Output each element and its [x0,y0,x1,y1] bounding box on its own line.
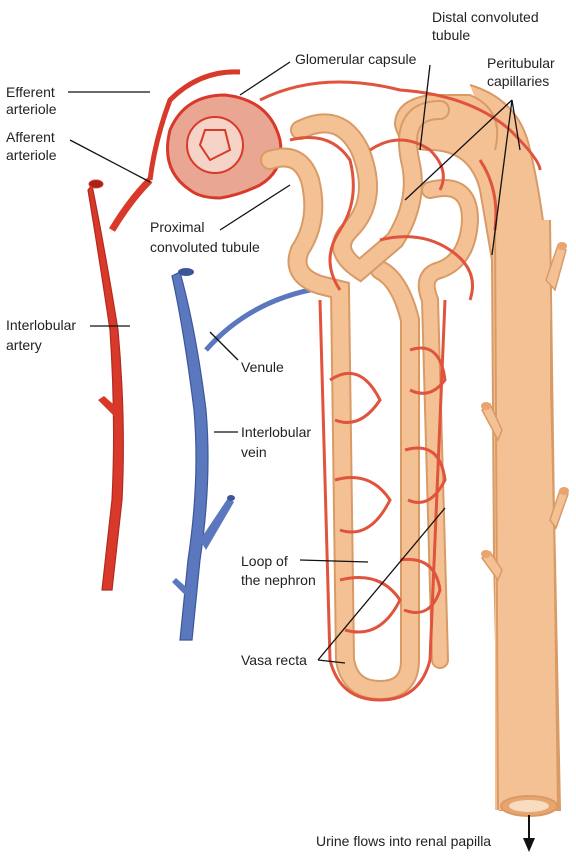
label-venule: Venule [241,359,284,375]
label-efferent-line1: Efferent [6,84,55,100]
label-proximal-line1: Proximal [150,219,204,235]
label-urine-flow: Urine flows into renal papilla [316,833,491,849]
urine-arrow [523,815,535,852]
label-afferent-line1: Afferent [6,129,55,145]
label-efferent-line2: arteriole [6,101,57,117]
leader-lines [68,61,521,664]
label-peritubular-line1: Peritubular [487,55,555,71]
label-distal-line1: Distal convoluted [432,9,539,25]
label-interlobular-vein-line1: Interlobular [241,424,311,440]
collecting-duct [393,84,569,817]
label-loop-line1: Loop of [241,553,288,569]
interlobular-artery [87,177,153,591]
label-proximal-line2: convoluted tubule [150,239,260,255]
label-loop-line2: the nephron [241,572,316,588]
label-distal-line2: tubule [432,27,470,43]
label-interlobular-artery-line2: artery [6,337,42,353]
label-peritubular-line2: capillaries [487,73,549,89]
glomerular-capsule [147,69,283,200]
label-interlobular-artery-line1: Interlobular [6,317,76,333]
label-glomerular-capsule: Glomerular capsule [295,51,417,67]
label-afferent-line2: arteriole [6,147,57,163]
label-interlobular-vein-line2: vein [241,444,267,460]
peritubular-capillaries [259,80,542,702]
labels: Efferent arteriole Afferent arteriole Gl… [6,9,555,849]
interlobular-vein [171,268,321,641]
label-vasa-recta: Vasa recta [241,652,307,668]
